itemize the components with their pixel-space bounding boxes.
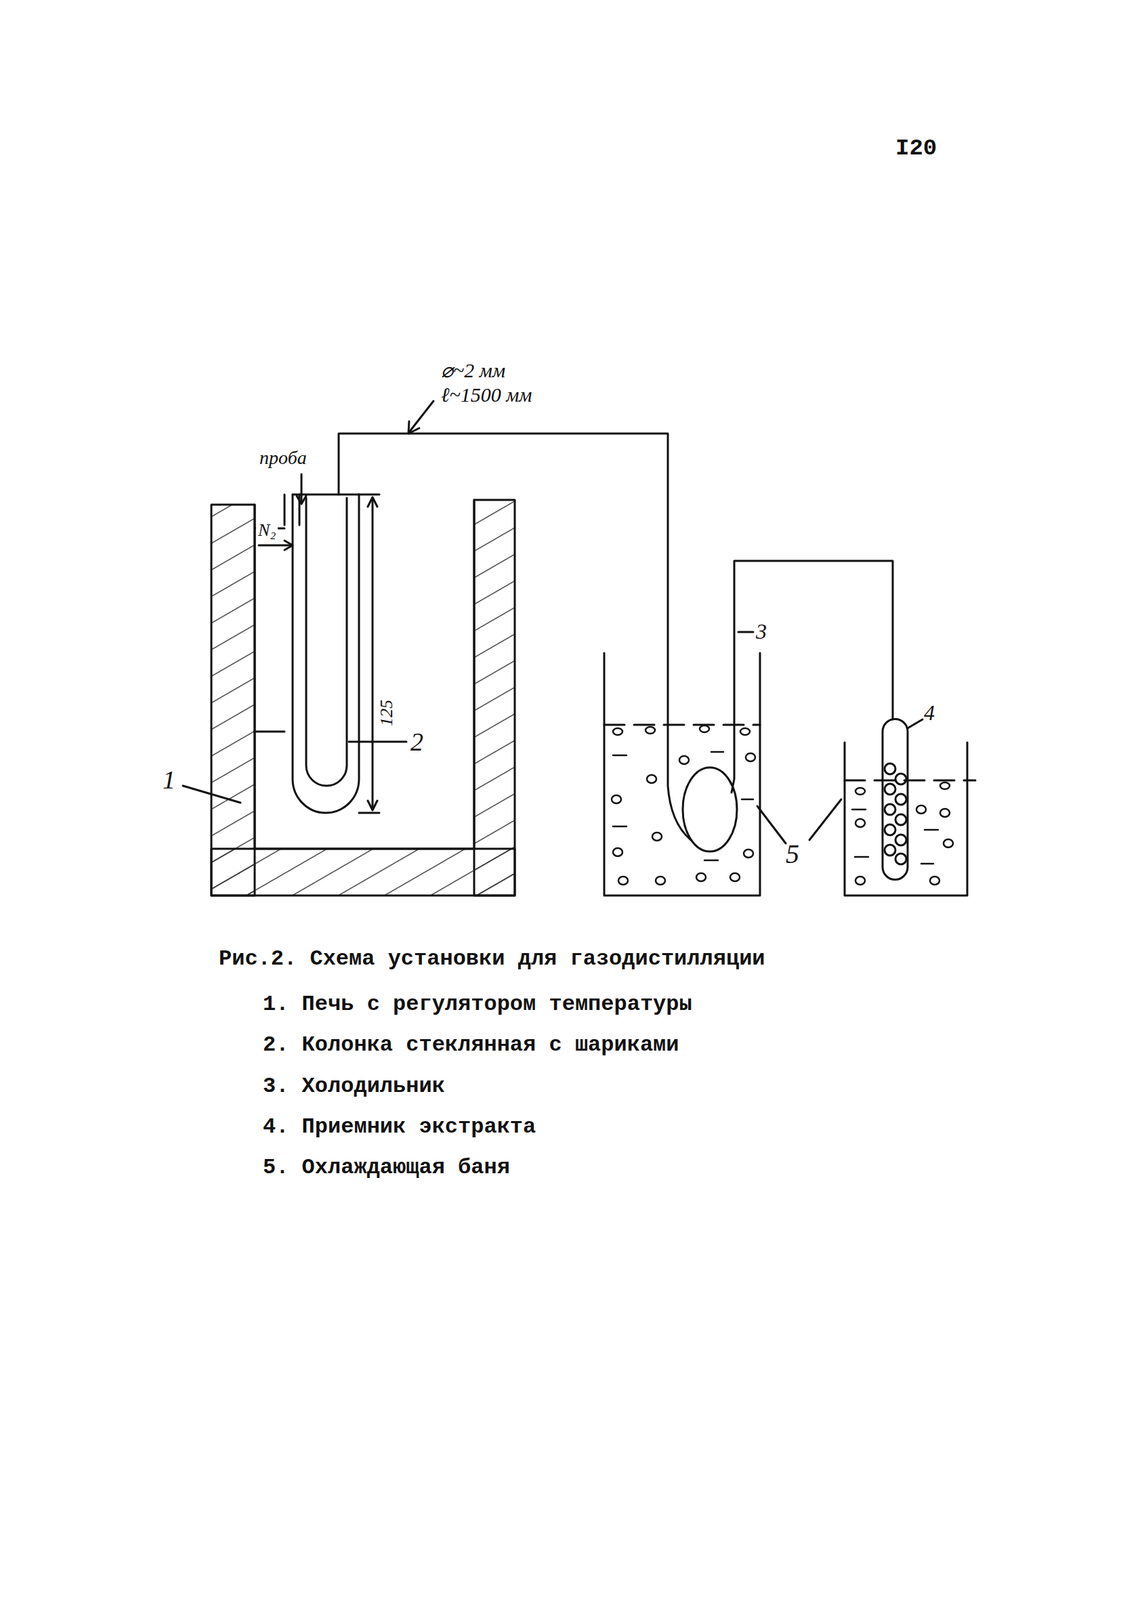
dimension-label: ⌀~2 мм — [438, 358, 508, 383]
furnace — [211, 499, 515, 896]
cooling-bath — [844, 742, 976, 896]
callout-number: 5 — [785, 838, 800, 870]
leader-line — [409, 400, 434, 433]
callout-number: 3 — [755, 619, 767, 645]
legend-item: 3. Холодильник — [262, 1074, 446, 1100]
legend-item: 5. Охлаждающая баня — [262, 1155, 511, 1181]
cooling-bath — [604, 652, 760, 896]
leader-line — [907, 719, 923, 729]
page-number: I20 — [895, 135, 937, 162]
legend-item: 2. Колонка стеклянная с шариками — [262, 1032, 680, 1059]
callout-number: 1 — [162, 765, 176, 796]
gas-label: N₂ — [256, 520, 278, 541]
callout-number: 2 — [410, 727, 424, 758]
dimension-label: ℓ~1500 мм — [438, 383, 535, 408]
capillary-tube — [338, 433, 691, 840]
figure-caption: Рис.2. Схема установки для газодистилляц… — [218, 946, 766, 972]
leader-line — [738, 631, 754, 634]
legend-item: 4. Приемник экстракта — [262, 1114, 536, 1140]
leader-line — [757, 799, 842, 844]
part-label: проба — [257, 447, 309, 469]
legend-item: 1. Печь с регулятором температуры — [262, 992, 693, 1018]
bath-ice — [611, 725, 954, 885]
inlet-arrowhead — [284, 540, 293, 551]
dimension-label: 125 — [376, 697, 397, 729]
inlet-arrow — [258, 544, 292, 547]
leader-line — [348, 741, 407, 744]
glass-column — [254, 494, 359, 813]
sample-arrow — [300, 474, 303, 503]
leader-line — [182, 785, 241, 803]
leader-arrowhead — [408, 421, 420, 434]
sample-arrowhead — [296, 495, 307, 504]
condenser-coil — [682, 767, 737, 852]
dimension-line — [358, 494, 380, 813]
callout-number: 4 — [923, 700, 935, 726]
extract-receiver — [882, 719, 908, 880]
condenser-tube — [731, 560, 893, 793]
